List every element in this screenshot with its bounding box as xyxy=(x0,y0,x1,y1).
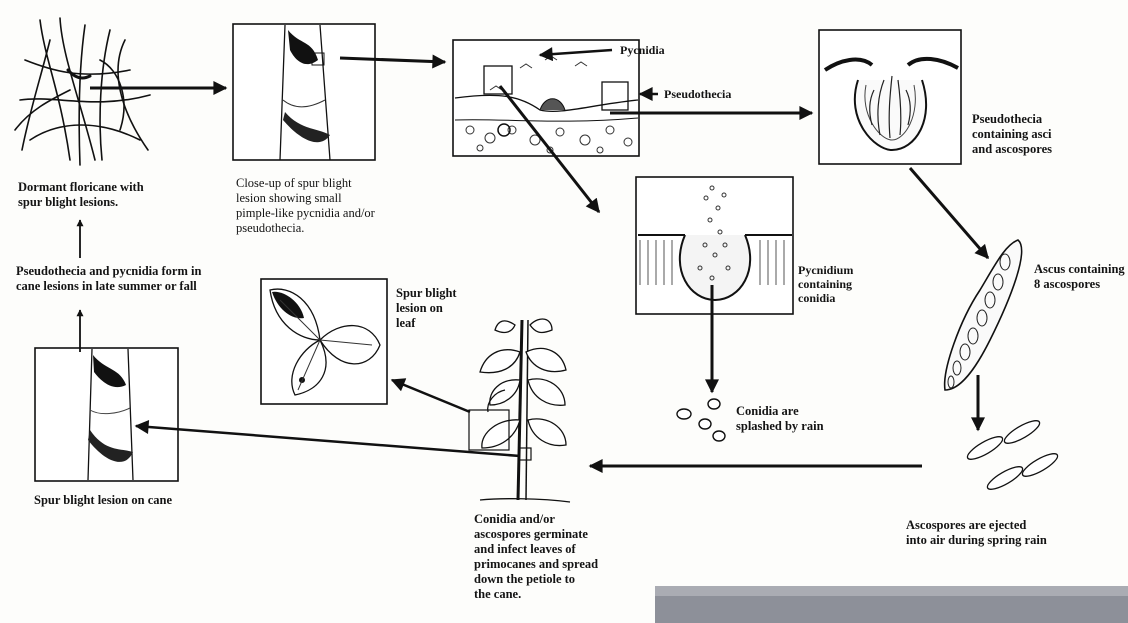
label-conidia-germinate: Conidia and/or ascospores germinate and … xyxy=(474,512,598,602)
lesion-on-leaf-box xyxy=(261,279,387,404)
conidia-illustration xyxy=(677,399,725,441)
label-pycnidia: Pycnidia xyxy=(620,43,665,57)
dormant-floricane-illustration xyxy=(15,18,150,165)
label-lesion-on-leaf: Spur blight lesion on leaf xyxy=(396,286,457,331)
label-pseudothecia: Pseudothecia xyxy=(664,87,731,101)
primocane-plant-illustration xyxy=(469,319,570,502)
arrow-plant-to-cane-lesion xyxy=(136,426,520,456)
label-conidia-splashed: Conidia are splashed by rain xyxy=(736,404,824,434)
lesion-on-cane-box xyxy=(35,348,178,481)
arrow-pseudothecium-to-ascus xyxy=(910,168,988,258)
pseudothecium-box xyxy=(819,30,961,164)
closeup-lesion-box xyxy=(233,24,375,160)
label-pseudothecia-form: Pseudothecia and pycnidia form in cane l… xyxy=(16,264,201,294)
label-dormant-floricane: Dormant floricane with spur blight lesio… xyxy=(18,180,144,210)
arrow-plant-to-leaf-lesion xyxy=(392,380,470,412)
label-ascus-8-ascospores: Ascus containing 8 ascospores xyxy=(1034,262,1125,292)
label-lesion-on-cane: Spur blight lesion on cane xyxy=(34,493,172,508)
label-pycnidium-conidia: Pycnidium containing conidia xyxy=(798,263,853,305)
label-closeup-lesion: Close-up of spur blight lesion showing s… xyxy=(236,176,375,236)
ascus-illustration xyxy=(945,240,1022,390)
photo-fragment xyxy=(655,586,1128,623)
label-ascospores-ejected: Ascospores are ejected into air during s… xyxy=(906,518,1047,548)
cane-cross-section-box xyxy=(453,40,639,156)
pycnidium-box xyxy=(636,177,793,314)
label-pseudothecia-asci: Pseudothecia containing asci and ascospo… xyxy=(972,112,1052,157)
